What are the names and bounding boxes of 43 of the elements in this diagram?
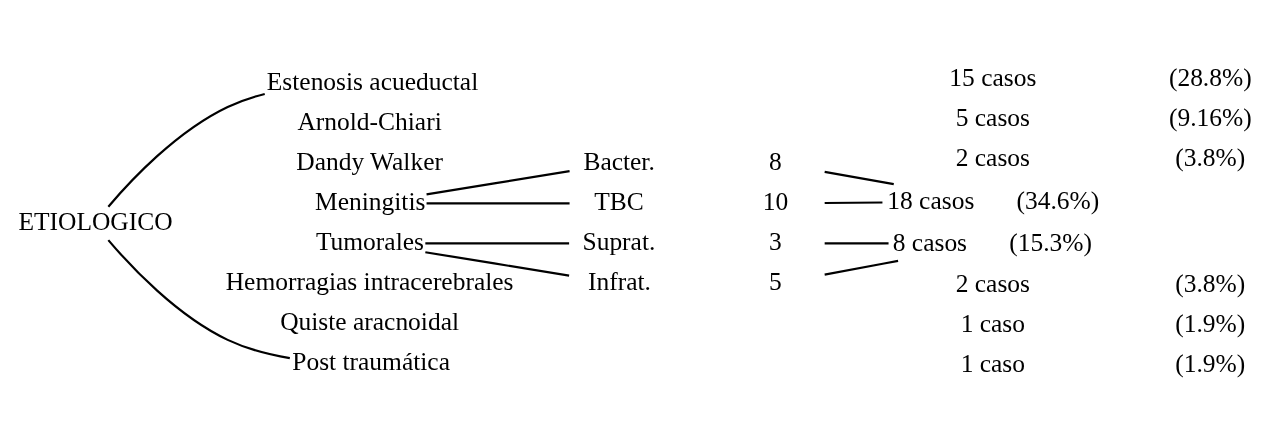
node-text: ETIOLOGICO	[18, 207, 173, 237]
node-label: (34.6%)	[1016, 186, 1100, 216]
node-label: (15.3%)	[1009, 228, 1092, 258]
node-text: 8	[769, 147, 782, 177]
connector	[824, 242, 889, 245]
connector	[426, 170, 570, 196]
node-text: Suprat.	[582, 227, 656, 257]
node-text: Estenosis acueductal	[266, 67, 479, 97]
node-text: Bacter.	[583, 147, 655, 177]
label: 15 casos	[949, 63, 1037, 93]
node-text: 18 casos	[887, 186, 975, 216]
label: (9.16%)	[1168, 103, 1252, 133]
label: 2 casos	[955, 269, 1030, 299]
connector	[107, 239, 290, 360]
node-text: 5	[769, 267, 782, 297]
label: (28.8%)	[1168, 63, 1252, 93]
node-text: 3	[769, 227, 782, 257]
node-text: Post traumática	[292, 347, 450, 377]
label: 1 caso	[960, 309, 1026, 339]
node-text: TBC	[594, 187, 644, 217]
label: Quiste aracnoidal	[280, 307, 460, 337]
connector	[425, 242, 570, 245]
node-text: Infrat.	[587, 267, 651, 297]
connector	[107, 92, 265, 208]
label: Arnold-Chiari	[297, 107, 442, 137]
label: 2 casos	[955, 143, 1030, 173]
label: 5 casos	[955, 103, 1030, 133]
label: 1 caso	[960, 349, 1026, 379]
label: (3.8%)	[1175, 269, 1246, 299]
node-text: Meningitis	[315, 187, 426, 217]
node-text: 10	[762, 187, 789, 217]
label: (1.9%)	[1175, 349, 1246, 379]
label: (3.8%)	[1175, 143, 1246, 173]
connector	[426, 202, 570, 205]
connector	[824, 201, 883, 205]
node-text: Tumorales	[315, 227, 424, 257]
node-text: 8 casos	[892, 228, 968, 258]
label: Dandy Walker	[296, 147, 443, 177]
connector	[824, 259, 899, 276]
label: Hemorragias intracerebrales	[225, 267, 514, 297]
connector	[425, 251, 570, 277]
label: (1.9%)	[1175, 309, 1246, 339]
connector	[824, 170, 894, 186]
